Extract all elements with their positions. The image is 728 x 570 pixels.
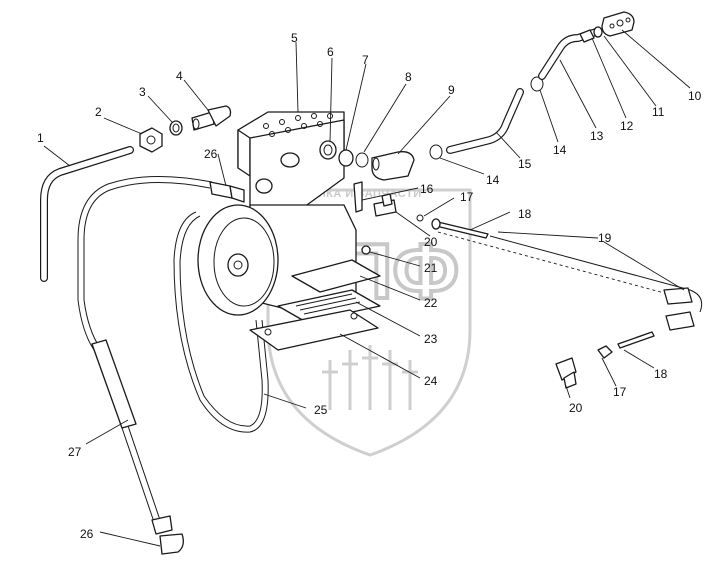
callout-27: 27: [68, 445, 82, 459]
part-12-nut: [579, 29, 595, 43]
callout-9: 9: [448, 83, 455, 97]
callout-2: 2: [95, 105, 102, 119]
callout-3: 3: [139, 85, 146, 99]
callout-8: 8: [405, 70, 412, 84]
callout-23: 23: [424, 332, 438, 346]
part-25-belt: [173, 211, 269, 433]
part-18-pin-lower: [617, 331, 655, 349]
callout-14-upper: 14: [553, 143, 567, 157]
pulley: [197, 204, 279, 316]
callout-17-upper: 17: [460, 190, 474, 204]
part-6-fitting: [319, 140, 337, 160]
part-18-pin-upper: [431, 218, 489, 239]
callout-22: 22: [424, 296, 438, 310]
part-9-elbow: [371, 151, 415, 181]
part-13-pipe: [538, 28, 600, 80]
cylinder-head-bolts: [263, 113, 333, 137]
callout-7: 7: [362, 53, 369, 67]
part-27-pipe-line: [77, 175, 213, 523]
callout-20-upper: 20: [424, 235, 438, 249]
callout-10: 10: [688, 89, 702, 103]
callout-labels: 1 2 3 4 5 6 7 8 9 10 11 12 13 14 14 15 1…: [37, 31, 702, 541]
part-26-fitting-lower: [151, 515, 184, 555]
part-24-gasket: [249, 309, 379, 351]
part-11-gasket: [593, 26, 603, 38]
watermark-grain-emblem: [322, 345, 418, 410]
part-20-elbow-lower: [555, 357, 577, 389]
part-4-elbow-fitting: [191, 105, 232, 131]
callout-5: 5: [291, 31, 298, 45]
part-23-plate: [277, 289, 381, 323]
callout-12: 12: [620, 119, 634, 133]
part-19-line: [437, 231, 703, 331]
callout-21: 21: [424, 261, 438, 275]
part-3-ring: [169, 120, 183, 136]
callout-4: 4: [176, 69, 183, 83]
part-17-washer-upper: [416, 214, 424, 222]
callout-11: 11: [652, 105, 665, 119]
callout-20-lower: 20: [569, 401, 583, 415]
leader-lines: [43, 29, 691, 547]
part-14-seal-ring-lower: [429, 144, 443, 160]
part-21-stud: [361, 245, 371, 255]
callout-18-upper: 18: [518, 207, 532, 221]
callout-14-lower: 14: [486, 173, 500, 187]
callout-16: 16: [420, 182, 434, 196]
part-15-hose: [446, 88, 524, 154]
callout-1: 1: [37, 131, 44, 145]
callout-19: 19: [598, 231, 612, 245]
part-16-bolt: [353, 181, 363, 213]
part-14-seal-ring-upper: [530, 76, 544, 92]
callout-25: 25: [314, 403, 328, 417]
callout-26-upper: 26: [204, 147, 218, 161]
part-7-seal-ring: [338, 149, 354, 167]
part-10-flange: [601, 11, 635, 37]
callout-26-lower: 26: [80, 527, 94, 541]
callout-13: 13: [590, 129, 604, 143]
callout-18-lower: 18: [654, 367, 668, 381]
part-2-nut: [139, 127, 163, 153]
callout-24: 24: [424, 374, 438, 388]
part-22-gasket: [291, 259, 381, 293]
part-8-seal-ring: [355, 152, 369, 168]
callout-15: 15: [518, 157, 532, 171]
callout-6: 6: [327, 45, 334, 59]
watermark-shield: [266, 188, 472, 457]
part-1-hose: [40, 146, 134, 282]
part-17-nut-lower: [597, 345, 613, 359]
callout-17-lower: 17: [613, 385, 627, 399]
part-26-fitting-upper: [209, 181, 245, 203]
